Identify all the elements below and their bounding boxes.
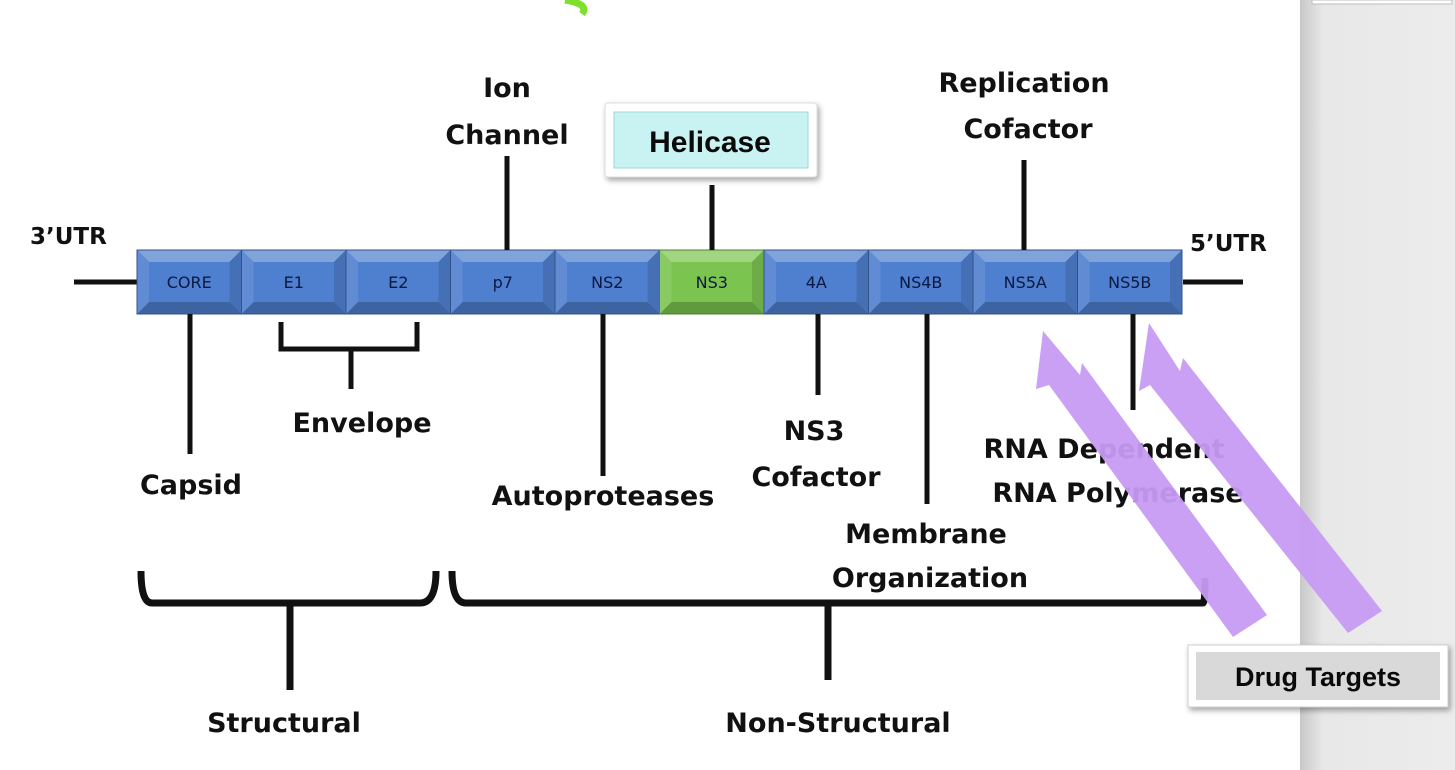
ns3-cofactor-line1: NS3: [784, 416, 845, 447]
non-structural-label: Non-Structural: [725, 708, 950, 739]
utr-right-label: 5’UTR: [1190, 231, 1267, 257]
segment-bevel: [137, 250, 149, 314]
segment-ns5b: NS5B: [1077, 249, 1183, 315]
segment-bevel: [450, 302, 555, 314]
segment-bevel: [764, 302, 869, 314]
segment-bevel: [764, 250, 869, 262]
segment-bevel: [868, 250, 973, 262]
right-panel-top-edge: [1311, 0, 1453, 5]
segment-bevel: [555, 250, 567, 314]
segment-bevel: [973, 302, 1078, 314]
helicase-label: Helicase: [649, 126, 771, 159]
segment-bevel: [555, 302, 660, 314]
segment-bevel: [961, 250, 973, 314]
segment-p7: p7: [450, 249, 556, 315]
segment-border: [1077, 249, 1183, 315]
segment-ns4b: NS4B: [868, 249, 974, 315]
segment-label: NS2: [591, 273, 623, 292]
segment-bevel: [346, 302, 451, 314]
segment-label: p7: [493, 273, 513, 292]
segment-bevel: [346, 250, 451, 262]
segment-bevel: [241, 250, 346, 262]
non-structural-brace: [448, 570, 1209, 680]
segment-bevel: [543, 250, 555, 314]
segment-ns5a: NS5A: [972, 249, 1078, 315]
segment-bevel: [868, 250, 881, 314]
drug-target-arrow-ns5a: [1036, 331, 1267, 637]
segment-label: 4A: [806, 273, 827, 292]
rna-polymerase-label: RNA Polymerase: [992, 478, 1243, 509]
segment-bevel: [1077, 302, 1182, 314]
channel-label-line2: Channel: [445, 120, 568, 151]
segment-bevel: [856, 250, 869, 314]
envelope-label: Envelope: [292, 408, 431, 439]
segment-label: NS4B: [899, 273, 942, 292]
segment-bevel: [450, 250, 463, 314]
segment-bevel: [137, 250, 242, 262]
utr-left-label: 3’UTR: [30, 224, 107, 250]
structural-brace: [137, 570, 440, 690]
segment-bevel: [346, 250, 358, 314]
segment-label: E1: [284, 273, 304, 292]
segment-label: NS5A: [1004, 273, 1047, 292]
segment-bevel: [647, 250, 660, 314]
segment-bevel: [137, 302, 242, 314]
segment-e1: E1: [241, 249, 347, 315]
replication-label-line1: Replication: [938, 68, 1109, 99]
envelope-bracket: [278, 322, 420, 389]
organization-label-line2: Organization: [832, 563, 1028, 594]
segment-bevel: [334, 250, 346, 314]
membrane-label-line1: Membrane: [845, 519, 1007, 550]
segment-bevel: [450, 250, 555, 262]
segment-bevel: [555, 250, 660, 262]
top-accent-mark: [564, 0, 588, 17]
segment-bevel: [229, 250, 242, 314]
segment-bevel: [752, 250, 764, 314]
segment-bevel: [868, 302, 973, 314]
segment-bevel: [1065, 250, 1078, 314]
ion-label-line1: Ion: [483, 73, 531, 104]
segment-bevel: [764, 250, 776, 314]
segment-label: E2: [388, 273, 408, 292]
helicase-box: [604, 102, 818, 178]
ns3-cofactor-line2: Cofactor: [751, 462, 881, 493]
segment-bevel: [241, 302, 346, 314]
segment-label: NS5B: [1108, 273, 1151, 292]
segment-label: CORE: [167, 273, 212, 292]
autoproteases-label: Autoproteases: [492, 481, 715, 512]
segment-bevel: [973, 250, 985, 314]
segment-bevel: [659, 302, 764, 314]
segment-bevel: [659, 250, 764, 262]
segment-core: CORE: [136, 249, 242, 315]
segment-bevel: [973, 250, 1078, 262]
drug-targets-label: Drug Targets: [1235, 662, 1401, 692]
segment-4a: 4A: [763, 249, 869, 315]
segment-bevel: [241, 250, 254, 314]
capsid-label: Capsid: [140, 470, 242, 501]
segment-bevel: [438, 250, 451, 314]
genome-segments: CORE E1 E2 p7 NS2 NS3 4A NS4B NS5A NS5B: [136, 249, 1183, 315]
segment-bevel: [659, 250, 672, 314]
segment-bevel: [1077, 250, 1090, 314]
segment-bevel: [1170, 250, 1182, 314]
right-panel: [1300, 0, 1455, 770]
segment-label: NS3: [696, 273, 728, 292]
segment-ns2: NS2: [554, 249, 660, 315]
structural-label: Structural: [207, 708, 361, 739]
drug-target-arrow-ns5b: [1139, 323, 1382, 633]
segment-e2: E2: [345, 249, 451, 315]
segment-bevel: [1077, 250, 1182, 262]
drug-targets-box: [1187, 644, 1449, 708]
segment-ns3: NS3: [659, 249, 765, 315]
cofactor-label-line2: Cofactor: [963, 114, 1093, 145]
